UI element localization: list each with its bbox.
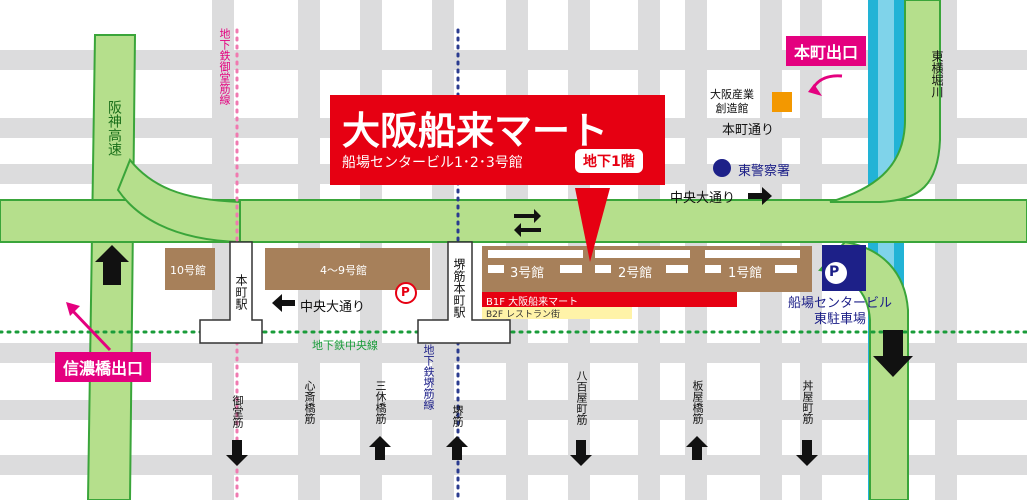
direction-arrows bbox=[95, 187, 913, 466]
building-1-label: 1号館 bbox=[728, 266, 763, 281]
chuo-line-label: 地下鉄中央線 bbox=[312, 339, 378, 352]
chuo-odori-bottom-label: 中央大通り bbox=[300, 300, 366, 315]
title-sub: 船場センタービル1･2･3号館 bbox=[342, 155, 523, 171]
midosuji-line-label: 地下鉄御堂筋線 bbox=[218, 28, 231, 105]
arrow-up-sakaisuji bbox=[446, 436, 468, 460]
arrow-left-two-way bbox=[514, 223, 541, 237]
higashi-yokobori-label: 東横堀川 bbox=[930, 50, 944, 98]
arrow-up-sankyubashi bbox=[369, 436, 391, 460]
honmachi-station-label: 本町駅 bbox=[234, 274, 248, 310]
chuo-odori-top-label: 中央大通り bbox=[670, 191, 736, 206]
arrow-down-takayamachi bbox=[796, 440, 818, 466]
building-10 bbox=[165, 248, 215, 290]
sakaisuji-street-label: 堺筋 bbox=[451, 405, 464, 427]
parking-east-label: 船場センタービル 東駐車場 bbox=[788, 296, 893, 327]
floor-b2f-label: B2F レストラン街 bbox=[486, 310, 560, 320]
hachiman-street-label: 八百屋町筋 bbox=[575, 370, 588, 425]
arrow-up-left bbox=[95, 245, 129, 285]
title-main: 大阪船来マート bbox=[342, 109, 609, 153]
police-label: 東警察署 bbox=[738, 164, 791, 179]
building-3-label: 3号館 bbox=[510, 266, 545, 281]
building-windows bbox=[488, 250, 800, 273]
shinanobashi-exit-arrowhead bbox=[66, 302, 80, 316]
police-icon bbox=[713, 159, 731, 177]
windows-b2-left bbox=[595, 265, 611, 273]
windows-b1-left bbox=[705, 265, 721, 273]
floor-b2f-band bbox=[482, 307, 632, 319]
floor-b1f-band bbox=[482, 292, 737, 307]
arrow-down-midosuji bbox=[226, 440, 248, 466]
honmachi-station-shape bbox=[199, 241, 263, 344]
parking-east-symbol: P bbox=[829, 264, 840, 280]
highway-curve-right-up bbox=[829, 0, 941, 203]
callout-pointer bbox=[575, 188, 610, 262]
itayabashi-street-label: 板屋橋筋 bbox=[691, 380, 704, 424]
windows-b2-top bbox=[595, 250, 690, 258]
arrow-right-two-way bbox=[514, 209, 541, 223]
arrow-right-chuo bbox=[748, 187, 772, 205]
sakaisuji-station-shape bbox=[417, 241, 511, 344]
floor-badge: 地下1階 bbox=[575, 149, 643, 173]
sangyo-icon bbox=[772, 92, 792, 112]
hanshin-label: 阪神高速 bbox=[106, 100, 122, 156]
sangyo-label: 大阪産業 創造館 bbox=[710, 88, 754, 115]
parking-icon-west bbox=[395, 282, 417, 304]
honmachi-exit-label: 本町出口 bbox=[786, 36, 867, 66]
parking-west-symbol: P bbox=[401, 285, 410, 299]
takayamachi-street-label: 丼屋町筋 bbox=[801, 380, 814, 424]
shinsaibashi-street-label: 心斎橋筋 bbox=[303, 380, 316, 424]
parking-icon-east bbox=[825, 262, 847, 284]
sakaisuji-line-label: 地下鉄堺筋線 bbox=[422, 344, 435, 410]
honmachi-dori-label: 本町通り bbox=[722, 123, 775, 138]
honmachi-exit-arrowhead bbox=[808, 84, 822, 96]
midosuji-street-label: 御堂筋 bbox=[231, 395, 244, 428]
building-10-label: 10号館 bbox=[170, 264, 206, 277]
arrow-left-chuo bbox=[272, 294, 295, 312]
shinanobashi-exit-pointer bbox=[68, 306, 112, 352]
windows-b1-top bbox=[705, 250, 800, 258]
arrow-down-right bbox=[873, 330, 913, 377]
windows-b2-right bbox=[666, 265, 688, 273]
arrow-down-hachiman bbox=[570, 440, 592, 466]
floor-b1f-label: B1F 大阪船来マート bbox=[486, 297, 579, 308]
building-4-9-label: 4〜9号館 bbox=[320, 264, 367, 277]
sankyubashi-street-label: 三休橋筋 bbox=[374, 380, 387, 424]
windows-b1-right bbox=[775, 265, 797, 273]
windows-b3-top bbox=[488, 250, 583, 258]
windows-b3-right bbox=[560, 265, 582, 273]
building-2-label: 2号館 bbox=[618, 266, 653, 281]
arrow-up-itayabashi bbox=[686, 436, 708, 460]
street-v-midosuji bbox=[212, 0, 234, 500]
sakaisuji-station-label: 堺筋本町駅 bbox=[452, 258, 466, 318]
shinanobashi-exit-label: 信濃橋出口 bbox=[55, 352, 152, 382]
windows-b3-left bbox=[488, 265, 504, 273]
